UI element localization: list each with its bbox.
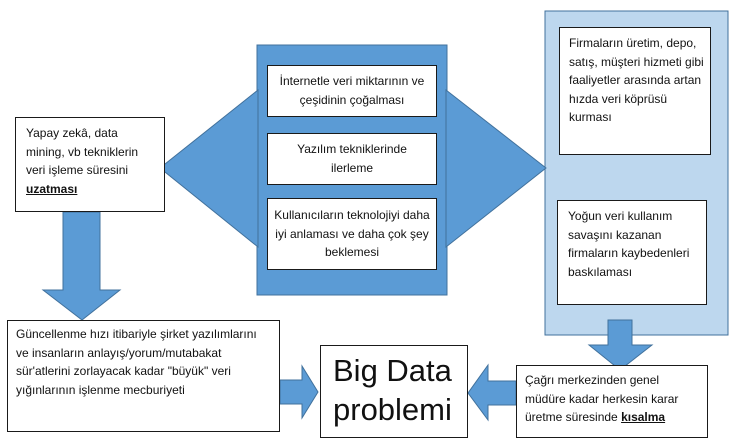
bottom-right-box-text: Çağrı merkezinden genel müdüre kadar her… xyxy=(525,373,679,425)
right-mid-box: Yoğun veri kullanım savaşını kazanan fir… xyxy=(557,200,707,305)
down-arrow-right xyxy=(587,319,654,371)
center-box-software-text: Yazılım tekniklerinde ilerleme xyxy=(297,142,407,175)
center-box-users-text: Kullanıcıların teknolojiyi daha iyi anla… xyxy=(274,208,430,260)
big-data-box: Big Data problemi xyxy=(320,345,468,438)
right-top-box-text: Firmaların üretim, depo, satış, müşteri … xyxy=(569,36,704,125)
arrow-to-big-data-right xyxy=(467,363,517,422)
bottom-left-box: Güncellenme hızı itibariyle şirket yazıl… xyxy=(7,320,280,432)
center-box-users: Kullanıcıların teknolojiyi daha iyi anla… xyxy=(267,198,437,270)
right-top-box: Firmaların üretim, depo, satış, müşteri … xyxy=(559,27,711,155)
bottom-right-box-emphasis: kısalma xyxy=(621,410,666,425)
right-arrow-head xyxy=(445,88,547,249)
center-box-internet: İnternetle veri miktarının ve çeşidinin … xyxy=(267,65,437,117)
left-top-box-text: Yapay zekâ, data mining, vb tekniklerin … xyxy=(26,126,139,178)
bottom-left-box-text: Güncellenme hızı itibariyle şirket yazıl… xyxy=(16,327,257,397)
left-arrow-head xyxy=(159,88,259,249)
big-data-line1: Big Data xyxy=(333,353,452,388)
down-arrow-left xyxy=(41,211,122,321)
bottom-right-box: Çağrı merkezinden genel müdüre kadar her… xyxy=(516,365,708,438)
big-data-line2: problemi xyxy=(333,391,452,427)
left-top-box-emphasis: uzatması xyxy=(26,181,78,196)
arrow-to-big-data-left xyxy=(279,364,319,420)
left-top-box: Yapay zekâ, data mining, vb tekniklerin … xyxy=(15,117,165,212)
center-box-internet-text: İnternetle veri miktarının ve çeşidinin … xyxy=(279,74,425,107)
center-box-software: Yazılım tekniklerinde ilerleme xyxy=(267,133,437,185)
right-mid-box-text: Yoğun veri kullanım savaşını kazanan fir… xyxy=(568,209,690,279)
